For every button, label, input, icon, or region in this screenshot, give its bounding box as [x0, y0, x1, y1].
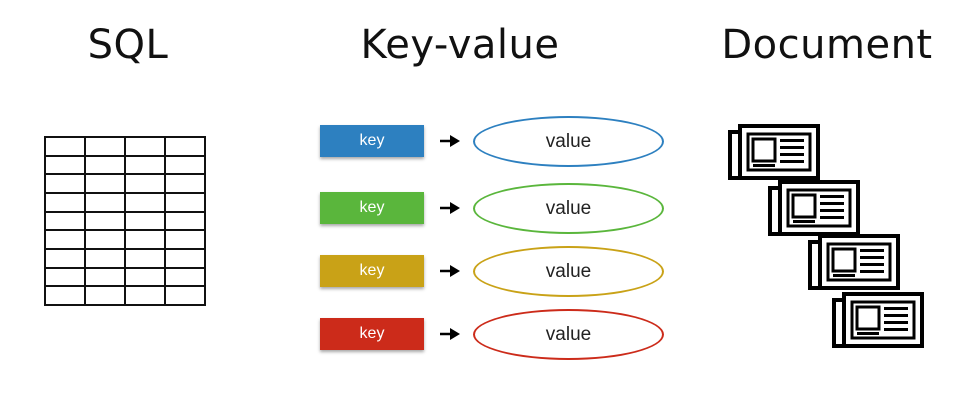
table-cell	[84, 136, 126, 157]
table-cell	[124, 173, 166, 194]
key-value-row: key value	[320, 306, 665, 362]
table-cell	[84, 210, 126, 232]
table-cell	[124, 136, 166, 157]
table-cell	[84, 247, 126, 269]
table-cell	[164, 136, 206, 157]
table-row	[44, 136, 206, 157]
document-heading: Document	[721, 22, 933, 68]
sql-table-grid	[44, 136, 206, 306]
table-row	[44, 191, 206, 213]
table-cell	[44, 191, 86, 213]
table-cell	[124, 191, 166, 213]
document-stack	[728, 124, 928, 349]
table-cell	[84, 173, 126, 194]
table-cell	[44, 173, 86, 194]
table-cell	[124, 154, 166, 176]
table-row	[44, 266, 206, 288]
value-oval: value	[473, 183, 664, 234]
newspaper-icon	[808, 234, 900, 290]
arrow-right-icon	[440, 202, 460, 214]
table-cell	[84, 266, 126, 288]
arrow-right-icon	[440, 265, 460, 277]
table-cell	[124, 229, 166, 250]
table-cell	[124, 285, 166, 306]
table-cell	[164, 266, 206, 288]
table-cell	[44, 136, 86, 157]
key-value-row: key value	[320, 180, 665, 236]
table-row	[44, 229, 206, 250]
key-box: key	[320, 192, 424, 224]
table-cell	[44, 266, 86, 288]
table-cell	[84, 285, 126, 306]
value-oval: value	[473, 116, 664, 167]
table-row	[44, 247, 206, 269]
table-cell	[164, 229, 206, 250]
value-oval: value	[473, 309, 664, 360]
table-cell	[84, 154, 126, 176]
table-cell	[164, 191, 206, 213]
table-row	[44, 154, 206, 176]
table-row	[44, 173, 206, 194]
table-cell	[124, 247, 166, 269]
key-box: key	[320, 318, 424, 350]
table-cell	[164, 210, 206, 232]
table-cell	[124, 210, 166, 232]
table-cell	[44, 210, 86, 232]
newspaper-icon	[728, 124, 820, 180]
key-box: key	[320, 125, 424, 157]
key-value-row: key value	[320, 113, 665, 169]
table-cell	[84, 229, 126, 250]
table-row	[44, 285, 206, 306]
table-cell	[44, 247, 86, 269]
sql-heading: SQL	[87, 22, 169, 68]
key-value-row: key value	[320, 243, 665, 299]
arrow-right-icon	[440, 135, 460, 147]
table-cell	[84, 191, 126, 213]
newspaper-icon	[768, 180, 860, 236]
value-oval: value	[473, 246, 664, 297]
table-cell	[44, 154, 86, 176]
table-cell	[44, 229, 86, 250]
table-cell	[164, 173, 206, 194]
table-cell	[164, 285, 206, 306]
table-row	[44, 210, 206, 232]
table-cell	[44, 285, 86, 306]
table-cell	[124, 266, 166, 288]
key-value-heading: Key-value	[360, 22, 560, 68]
arrow-right-icon	[440, 328, 460, 340]
key-box: key	[320, 255, 424, 287]
table-cell	[164, 247, 206, 269]
table-cell	[164, 154, 206, 176]
newspaper-icon	[832, 292, 924, 348]
